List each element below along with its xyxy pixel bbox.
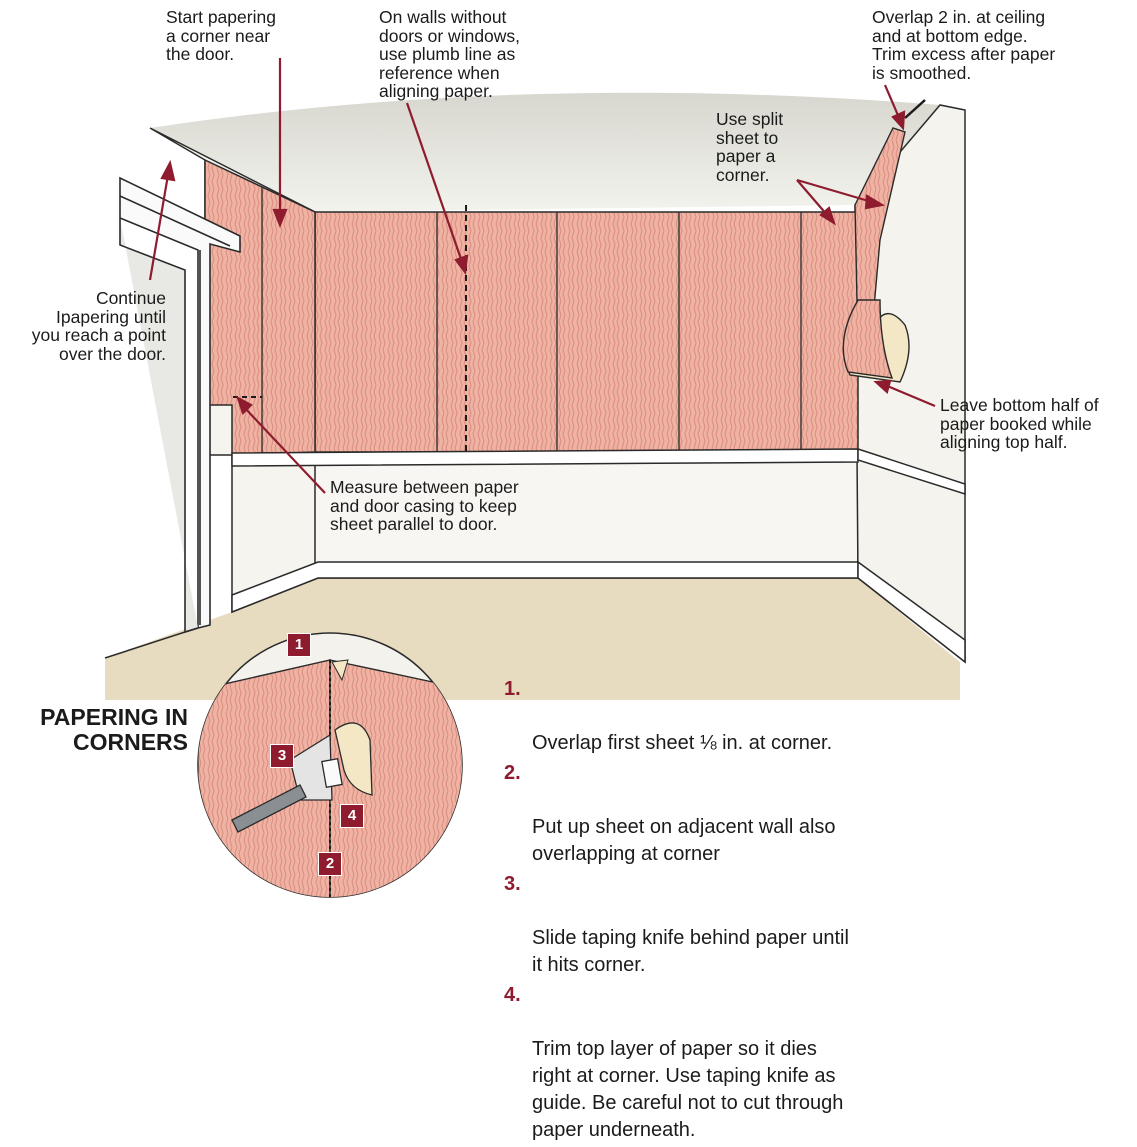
callout-plumb-line: On walls without doors or windows, use p… <box>379 7 521 101</box>
step-item: 4. Trim top layer of paper so it dies ri… <box>500 982 1130 1144</box>
callout-split-sheet: Use split sheet to paper a corner. <box>716 109 784 185</box>
door-sill <box>104 627 199 659</box>
step-badge-4: 4 <box>340 804 364 828</box>
step-text: Slide taping knife behind paper until it… <box>532 927 849 976</box>
step-badge-1: 1 <box>287 633 311 657</box>
step-text: Overlap first sheet ⅛ in. at corner. <box>532 732 833 754</box>
step-number: 4. <box>504 984 521 1006</box>
steps-list: 1. Overlap first sheet ⅛ in. at corner. … <box>500 676 1130 1147</box>
step-badge-3: 3 <box>270 744 294 768</box>
step-badge-2: 2 <box>318 852 342 876</box>
callout-measure: Measure between paper and door casing to… <box>330 477 519 534</box>
step-number: 3. <box>504 873 521 895</box>
wallpaper-back-wall <box>314 211 859 453</box>
ceiling <box>150 92 940 212</box>
callout-overlap: Overlap 2 in. at ceiling and at bottom e… <box>872 7 1056 83</box>
step-item: 3. Slide taping knife behind paper until… <box>500 871 1130 979</box>
step-item: 1. Overlap first sheet ⅛ in. at corner. <box>500 676 1130 757</box>
step-item: 2. Put up sheet on adjacent wall also ov… <box>500 760 1130 868</box>
booked-paper-front <box>842 299 894 379</box>
step-text: Trim top layer of paper so it dies right… <box>532 1038 844 1141</box>
room-illustration <box>104 58 966 898</box>
wallpaper-seams <box>436 212 802 452</box>
step-number: 2. <box>504 762 521 784</box>
callout-start-papering: Start papering a corner near the door. <box>166 7 276 64</box>
callout-booked: Leave bottom half of paper booked while … <box>940 395 1099 452</box>
leader-arrows <box>148 58 936 494</box>
right-wall <box>854 104 966 664</box>
inset-title: PAPERING IN CORNERS <box>40 704 188 755</box>
callout-continue: Continue Ipapering until you reach a poi… <box>31 288 166 364</box>
back-wall-wainscot <box>314 451 859 579</box>
step-number: 1. <box>504 678 521 700</box>
trim <box>231 447 966 664</box>
ceiling-corner-line <box>904 99 926 119</box>
step-text: Put up sheet on adjacent wall also overl… <box>532 816 836 865</box>
